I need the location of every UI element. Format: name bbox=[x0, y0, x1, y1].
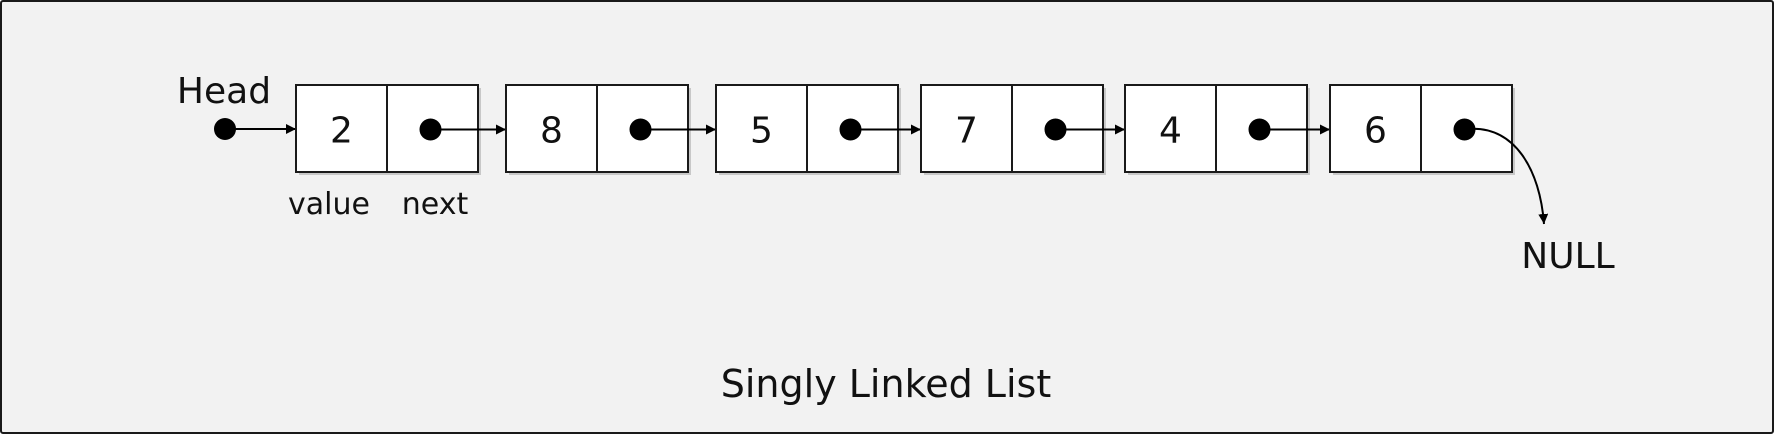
list-node: 7 bbox=[920, 84, 1125, 175]
value-caption: value bbox=[288, 187, 370, 222]
node-value: 5 bbox=[750, 111, 773, 152]
head-pointer-dot bbox=[214, 118, 236, 140]
list-node: 8 bbox=[505, 84, 716, 175]
node-value-cell bbox=[295, 84, 388, 173]
list-node: 2 bbox=[295, 84, 506, 175]
node-value: 7 bbox=[955, 111, 978, 152]
node-value: 6 bbox=[1364, 111, 1387, 152]
next-pointer-dot bbox=[419, 118, 442, 141]
next-pointer-dot bbox=[1044, 118, 1067, 141]
list-node: 4 bbox=[1124, 84, 1330, 175]
next-pointer-dot bbox=[839, 118, 862, 141]
node-value: 4 bbox=[1159, 111, 1182, 152]
head-label: Head bbox=[177, 71, 271, 112]
next-pointer-dot bbox=[629, 118, 652, 141]
node-value-cell bbox=[1124, 84, 1217, 173]
node-value-cell bbox=[715, 84, 808, 173]
diagram-title: Singly Linked List bbox=[721, 362, 1051, 406]
null-label: NULL bbox=[1521, 236, 1614, 277]
next-pointer-dot bbox=[1248, 118, 1271, 141]
next-pointer-dot bbox=[1453, 118, 1476, 141]
node-value: 2 bbox=[330, 111, 353, 152]
list-node: 6 bbox=[1329, 84, 1515, 175]
node-value: 8 bbox=[540, 111, 563, 152]
next-caption: next bbox=[402, 187, 469, 222]
node-value-cell bbox=[1329, 84, 1422, 173]
nodes-layer: 2 8 5 7 4 6 bbox=[295, 84, 1515, 175]
node-value-cell bbox=[505, 84, 598, 173]
null-pointer-arrow bbox=[1466, 127, 1549, 225]
list-node: 5 bbox=[715, 84, 921, 175]
